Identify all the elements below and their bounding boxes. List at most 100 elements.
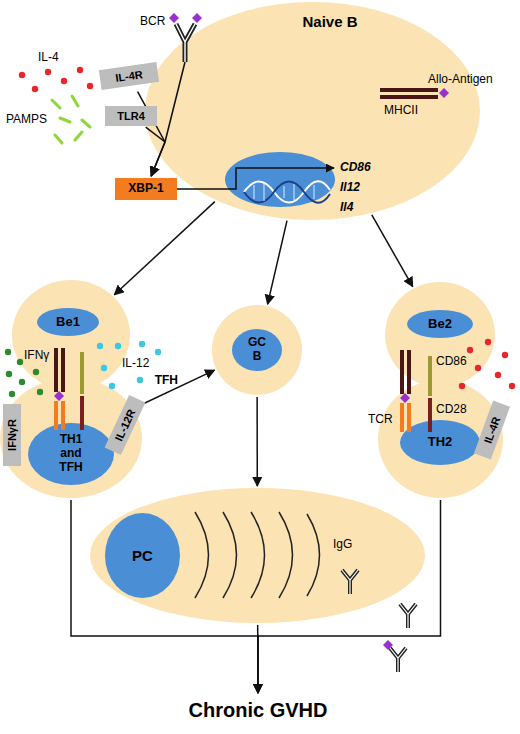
nucleus [225, 152, 335, 207]
cytokine-dot [139, 341, 145, 347]
pamp-dash [72, 96, 78, 106]
plasma-cell: PC [90, 488, 425, 623]
cytokine-dot [475, 365, 481, 371]
nucleus [407, 310, 473, 338]
cell-body [0, 378, 142, 498]
text-slot: Be2 [407, 310, 473, 338]
annotation-label: PAMPS [6, 112, 47, 126]
antibody-inner [390, 648, 406, 672]
pamp-dash [60, 118, 70, 122]
cytokine-dot [6, 371, 12, 377]
mhc-bar [407, 350, 411, 394]
annotation-label: IgG [333, 537, 352, 551]
cytokine-dot [87, 83, 93, 89]
pamps-dashes [52, 96, 90, 143]
nucleus [400, 420, 480, 465]
node-text: Be2 [428, 317, 452, 332]
node-text: TH2 [428, 435, 453, 450]
antigen-diamond [169, 13, 179, 23]
mhc-bar [400, 350, 404, 394]
antibody-outline [400, 604, 416, 628]
text-slot: Naive B [245, 10, 415, 34]
gene-label: Il4 [340, 200, 353, 214]
annotation-label: CD28 [436, 402, 467, 416]
pamp-dash [75, 132, 82, 140]
annotation-label: TCR [368, 412, 393, 426]
naive-b-cell: Naive BXBP-1 [145, 2, 480, 220]
nucleus [232, 329, 282, 371]
node-text: GC B [245, 336, 269, 364]
antigen-diamond [383, 640, 393, 650]
node-text: TLR4 [117, 110, 145, 123]
cytokine-dot [37, 389, 43, 395]
receptor-box: TLR4 [105, 106, 157, 126]
nucleus [28, 423, 114, 485]
node-text: IFNγR [6, 419, 19, 451]
antibody-outline [390, 648, 406, 672]
nucleus [105, 513, 180, 598]
text-slot: Chronic GVHD [128, 695, 388, 725]
receptor-box: IFNγR [3, 404, 21, 466]
nucleus [37, 308, 99, 336]
tcr-bar [54, 401, 58, 430]
effector-b-cell: Be1 [12, 280, 130, 390]
cytokine-dot [115, 343, 121, 349]
text-slot: TH2 [400, 420, 480, 465]
text-slot: TH1 and TFH [28, 423, 114, 485]
text-slot: TLR4 [105, 106, 157, 126]
cell-body [145, 2, 480, 220]
connector [256, 397, 258, 486]
mhc-bar [61, 348, 65, 392]
cytokine-dot [137, 377, 143, 383]
annotation-label: BCR [140, 14, 165, 28]
cd86-bar [428, 356, 432, 396]
connector [372, 215, 413, 287]
mhc-bar [380, 88, 438, 92]
cytokine-dot [9, 391, 15, 397]
mhc-bar [54, 348, 58, 392]
annotation-label: IFNγ [24, 348, 49, 362]
pamp-dash [82, 120, 90, 127]
il4-dots [19, 67, 93, 92]
cytokine-dot [19, 72, 25, 78]
text-slot: PC [105, 513, 180, 598]
pamp-dash [55, 135, 62, 143]
cytokine-dot [45, 69, 51, 75]
cytokine-dot [19, 379, 25, 385]
cytokine-dot [5, 349, 11, 355]
cd28-bar [428, 398, 432, 432]
connector [268, 221, 287, 305]
connector [114, 202, 215, 295]
text-slot: IFNγR [3, 404, 21, 466]
node-text: PC [132, 547, 153, 564]
cytokine-dot [467, 347, 473, 353]
annotation-label: Allo-Antigen [428, 72, 493, 86]
transcription-factor-box: XBP-1 [115, 178, 177, 200]
cell-body [12, 280, 130, 390]
node-text: IL-4R [115, 68, 144, 84]
text-slot: XBP-1 [115, 178, 177, 200]
annotation-label: IL-4 [38, 50, 59, 64]
gene-label: Il12 [340, 180, 360, 194]
cytokine-dot [109, 383, 115, 389]
cytokine-dot [155, 349, 161, 355]
cytokine-dot [485, 339, 491, 345]
cd28-bar [80, 396, 84, 430]
node-text: Be1 [56, 315, 80, 330]
node-text: TH1 and TFH [51, 433, 91, 474]
text-slot: Be1 [37, 308, 99, 336]
pamp-dash [52, 100, 60, 108]
cytokine-dot [33, 369, 39, 375]
antibody-inner [400, 604, 416, 628]
mhc-bar [380, 95, 438, 99]
tcr-bar [400, 403, 404, 432]
cell-body [212, 305, 302, 395]
node-text: Naive B [302, 13, 357, 30]
outcome-label: Chronic GVHD [128, 695, 388, 725]
cytokine-dot [509, 383, 515, 389]
cell-outline [12, 280, 130, 390]
cytokine-dot [495, 372, 501, 378]
tcr-bar [61, 401, 65, 430]
cytokine-dot [77, 67, 83, 73]
